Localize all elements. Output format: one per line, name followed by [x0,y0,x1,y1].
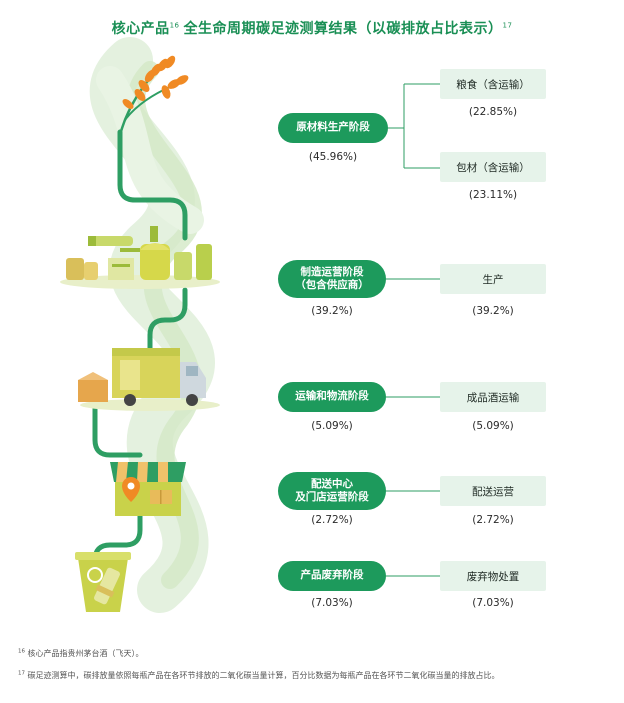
title-ref-16: 16 [169,21,180,30]
stage-distribution-label-2: 及门店运营阶段 [295,491,369,503]
footnote-16: 16 核心产品指贵州茅台酒（飞天）。 [18,648,144,659]
stage-distribution-percent: (2.72%) [311,514,353,526]
store-icon [110,462,186,516]
sub-waste-disposal: 废弃物处置 [440,561,546,591]
sub-delivery-operations: 配送运营 [440,476,546,506]
sub-liquor-shipping: 成品酒运输 [440,382,546,412]
stage-connectors [386,278,440,577]
footnote-16-ref: 16 [18,648,25,655]
stage-distribution: 配送中心 及门店运营阶段 [278,472,386,510]
title-text: 核心产品 [111,21,170,37]
stage-transport: 运输和物流阶段 [278,382,386,412]
title-ref-17: 17 [502,21,513,30]
stage-transport-percent: (5.09%) [311,420,353,432]
stage-raw-materials-percent: (45.96%) [308,151,358,163]
footnote-17-ref: 17 [18,670,25,677]
sub-delivery-operations-label: 配送运营 [472,485,514,498]
stage-disposal-label: 产品废弃阶段 [300,569,364,582]
stage-manufacturing-label-1: 制造运营阶段 [300,265,364,278]
stage-disposal-percent: (7.03%) [311,597,353,609]
sub-production-label: 生产 [482,273,504,286]
sub-packaging-label: 包材（含运输） [456,161,530,174]
wheat-icon [118,55,189,136]
sub-grain-percent: (22.85%) [468,106,518,118]
sub-waste-disposal-label: 废弃物处置 [466,570,520,583]
sub-liquor-shipping-label: 成品酒运输 [466,391,520,404]
stage-transport-label: 运输和物流阶段 [295,390,369,403]
stage-manufacturing-percent: (39.2%) [311,305,353,317]
truck-icon [78,348,220,411]
sub-packaging: 包材（含运输） [440,152,546,182]
sub-waste-disposal-percent: (7.03%) [472,597,514,609]
sub-grain: 粮食（含运输） [440,69,546,99]
sub-liquor-shipping-percent: (5.09%) [472,420,514,432]
sub-packaging-percent: (23.11%) [468,189,518,201]
footnote-17-text: 碳足迹测算中，碳排放量依照每瓶产品在各环节排放的二氧化碳当量计算，百分比数据为每… [27,671,500,680]
sub-delivery-operations-percent: (2.72%) [472,514,514,526]
title-text-2: 全生命周期碳足迹测算结果（以碳排放占比表示） [183,21,503,37]
stage-manufacturing: 制造运营阶段 （包含供应商） [278,260,386,298]
sub-production: 生产 [440,264,546,294]
stage-raw-materials-label: 原材料生产阶段 [296,121,370,134]
recycle-bin-icon [75,552,131,612]
stage-manufacturing-label-2: （包含供应商） [295,279,369,291]
stage-raw-materials: 原材料生产阶段 [278,113,388,143]
stage-disposal: 产品废弃阶段 [278,561,386,591]
sub-production-percent: (39.2%) [472,305,514,317]
sub-grain-label: 粮食（含运输） [456,78,530,91]
footnote-16-text: 核心产品指贵州茅台酒（飞天）。 [27,649,144,658]
stage-distribution-label-1: 配送中心 [311,477,353,490]
footnote-17: 17 碳足迹测算中，碳排放量依照每瓶产品在各环节排放的二氧化碳当量计算，百分比数… [18,670,500,681]
factory-icon [60,226,220,289]
road-path [92,129,188,573]
